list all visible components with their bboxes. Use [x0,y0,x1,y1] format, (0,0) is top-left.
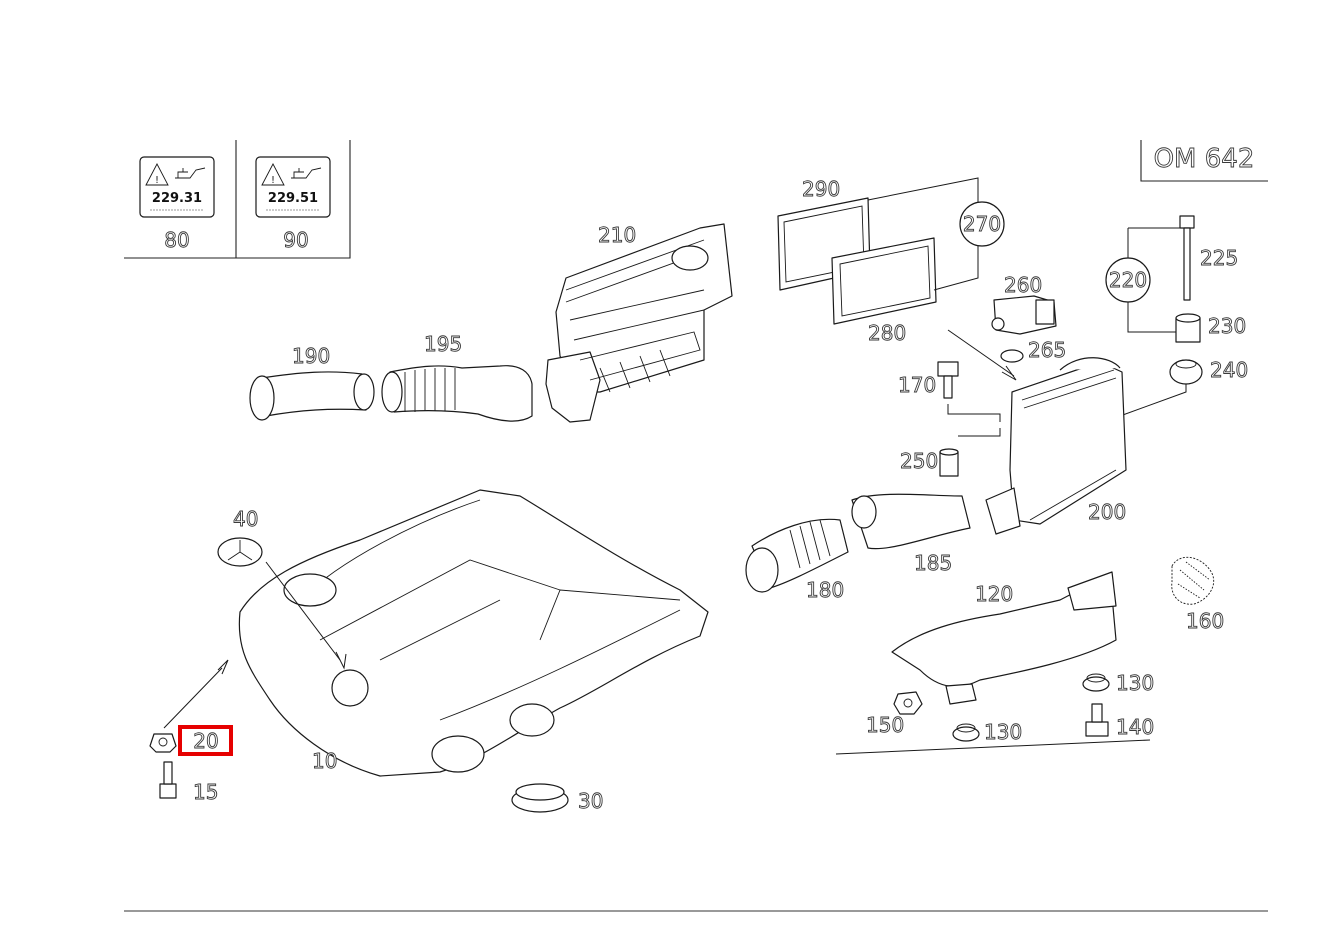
rubber-mount-240[interactable] [1169,359,1203,385]
callout-200[interactable]: 200 [1088,500,1127,525]
group-circle-270[interactable] [959,201,1005,247]
sensor-260[interactable] [991,295,1057,335]
oil-sticker-80[interactable]: ! 229.31 [139,156,215,218]
callout-15[interactable]: 15 [193,780,219,805]
callout-280[interactable]: 280 [868,321,907,346]
sticker-panel: ! 229.31 ! 229.51 80 90 [124,140,351,259]
callout-240[interactable]: 240 [1210,358,1249,383]
part-160[interactable] [1171,556,1215,605]
seal-ring-265[interactable] [1000,349,1024,363]
engine-cover-10[interactable] [238,489,709,777]
callout-20[interactable]: 20 [193,729,219,754]
nut-20[interactable] [149,733,177,753]
heat-shield-120[interactable] [891,571,1117,705]
callout-170[interactable]: 170 [898,373,937,398]
callout-230[interactable]: 230 [1208,314,1247,339]
callout-90[interactable]: 90 [283,228,309,253]
callout-195[interactable]: 195 [424,332,463,357]
callout-10[interactable]: 10 [312,749,338,774]
star-emblem-icon [331,669,369,707]
callout-265[interactable]: 265 [1028,338,1067,363]
intake-hose-190[interactable] [249,371,375,421]
charge-air-hose-185[interactable] [851,493,971,550]
svg-text:!: ! [271,175,275,186]
intake-hose-195[interactable] [381,365,533,422]
callout-260[interactable]: 260 [1004,273,1043,298]
sticker-80-number: 229.31 [152,191,202,206]
charge-air-hose-180[interactable] [745,518,849,593]
svg-text:!: ! [155,175,159,186]
callout-30[interactable]: 30 [578,789,604,814]
callout-120[interactable]: 120 [975,582,1014,607]
oil-sticker-90[interactable]: ! 229.51 [255,156,331,218]
bolt-140[interactable] [1085,703,1109,737]
callout-140[interactable]: 140 [1116,715,1155,740]
model-label-box: OM 642 [1140,140,1268,182]
sticker-90-number: 229.51 [268,191,318,206]
highlight-box-callout-20 [178,725,233,756]
oil-can-icon [175,167,206,179]
oil-can-icon [291,167,322,179]
bushing-250[interactable] [939,448,959,477]
engine-model-label: OM 642 [1154,144,1255,174]
callout-190[interactable]: 190 [292,344,331,369]
grommet-30[interactable] [511,783,569,813]
callout-210[interactable]: 210 [598,223,637,248]
bushing-230[interactable] [1175,313,1201,343]
bolt-225[interactable] [1179,215,1195,301]
callout-150[interactable]: 150 [866,713,905,738]
callout-270[interactable]: 270 [962,212,1001,237]
intercooler-200[interactable] [985,357,1127,535]
callout-290[interactable]: 290 [802,177,841,202]
group-circle-220[interactable] [1105,257,1151,303]
callout-40[interactable]: 40 [233,507,259,532]
grommet-130-upper[interactable] [1082,673,1110,692]
callout-160[interactable]: 160 [1186,609,1225,634]
callout-labels: 10 15 20 30 40 120 130 130 140 150 160 1… [193,177,1249,814]
callout-180[interactable]: 180 [806,578,845,603]
callout-185[interactable]: 185 [914,551,953,576]
callout-225[interactable]: 225 [1200,246,1239,271]
bolt-170[interactable] [937,361,959,399]
bolt-15[interactable] [159,761,177,799]
callout-130-lower[interactable]: 130 [984,720,1023,745]
callout-250[interactable]: 250 [900,449,939,474]
callout-220[interactable]: 220 [1108,268,1147,293]
filter-element-280[interactable] [831,237,937,325]
callout-130-upper[interactable]: 130 [1116,671,1155,696]
emblem-40[interactable] [217,537,263,567]
callout-80[interactable]: 80 [164,228,190,253]
air-filter-housing-210[interactable] [545,223,733,423]
grommet-130-lower[interactable] [952,723,980,742]
nut-150[interactable] [893,691,923,715]
